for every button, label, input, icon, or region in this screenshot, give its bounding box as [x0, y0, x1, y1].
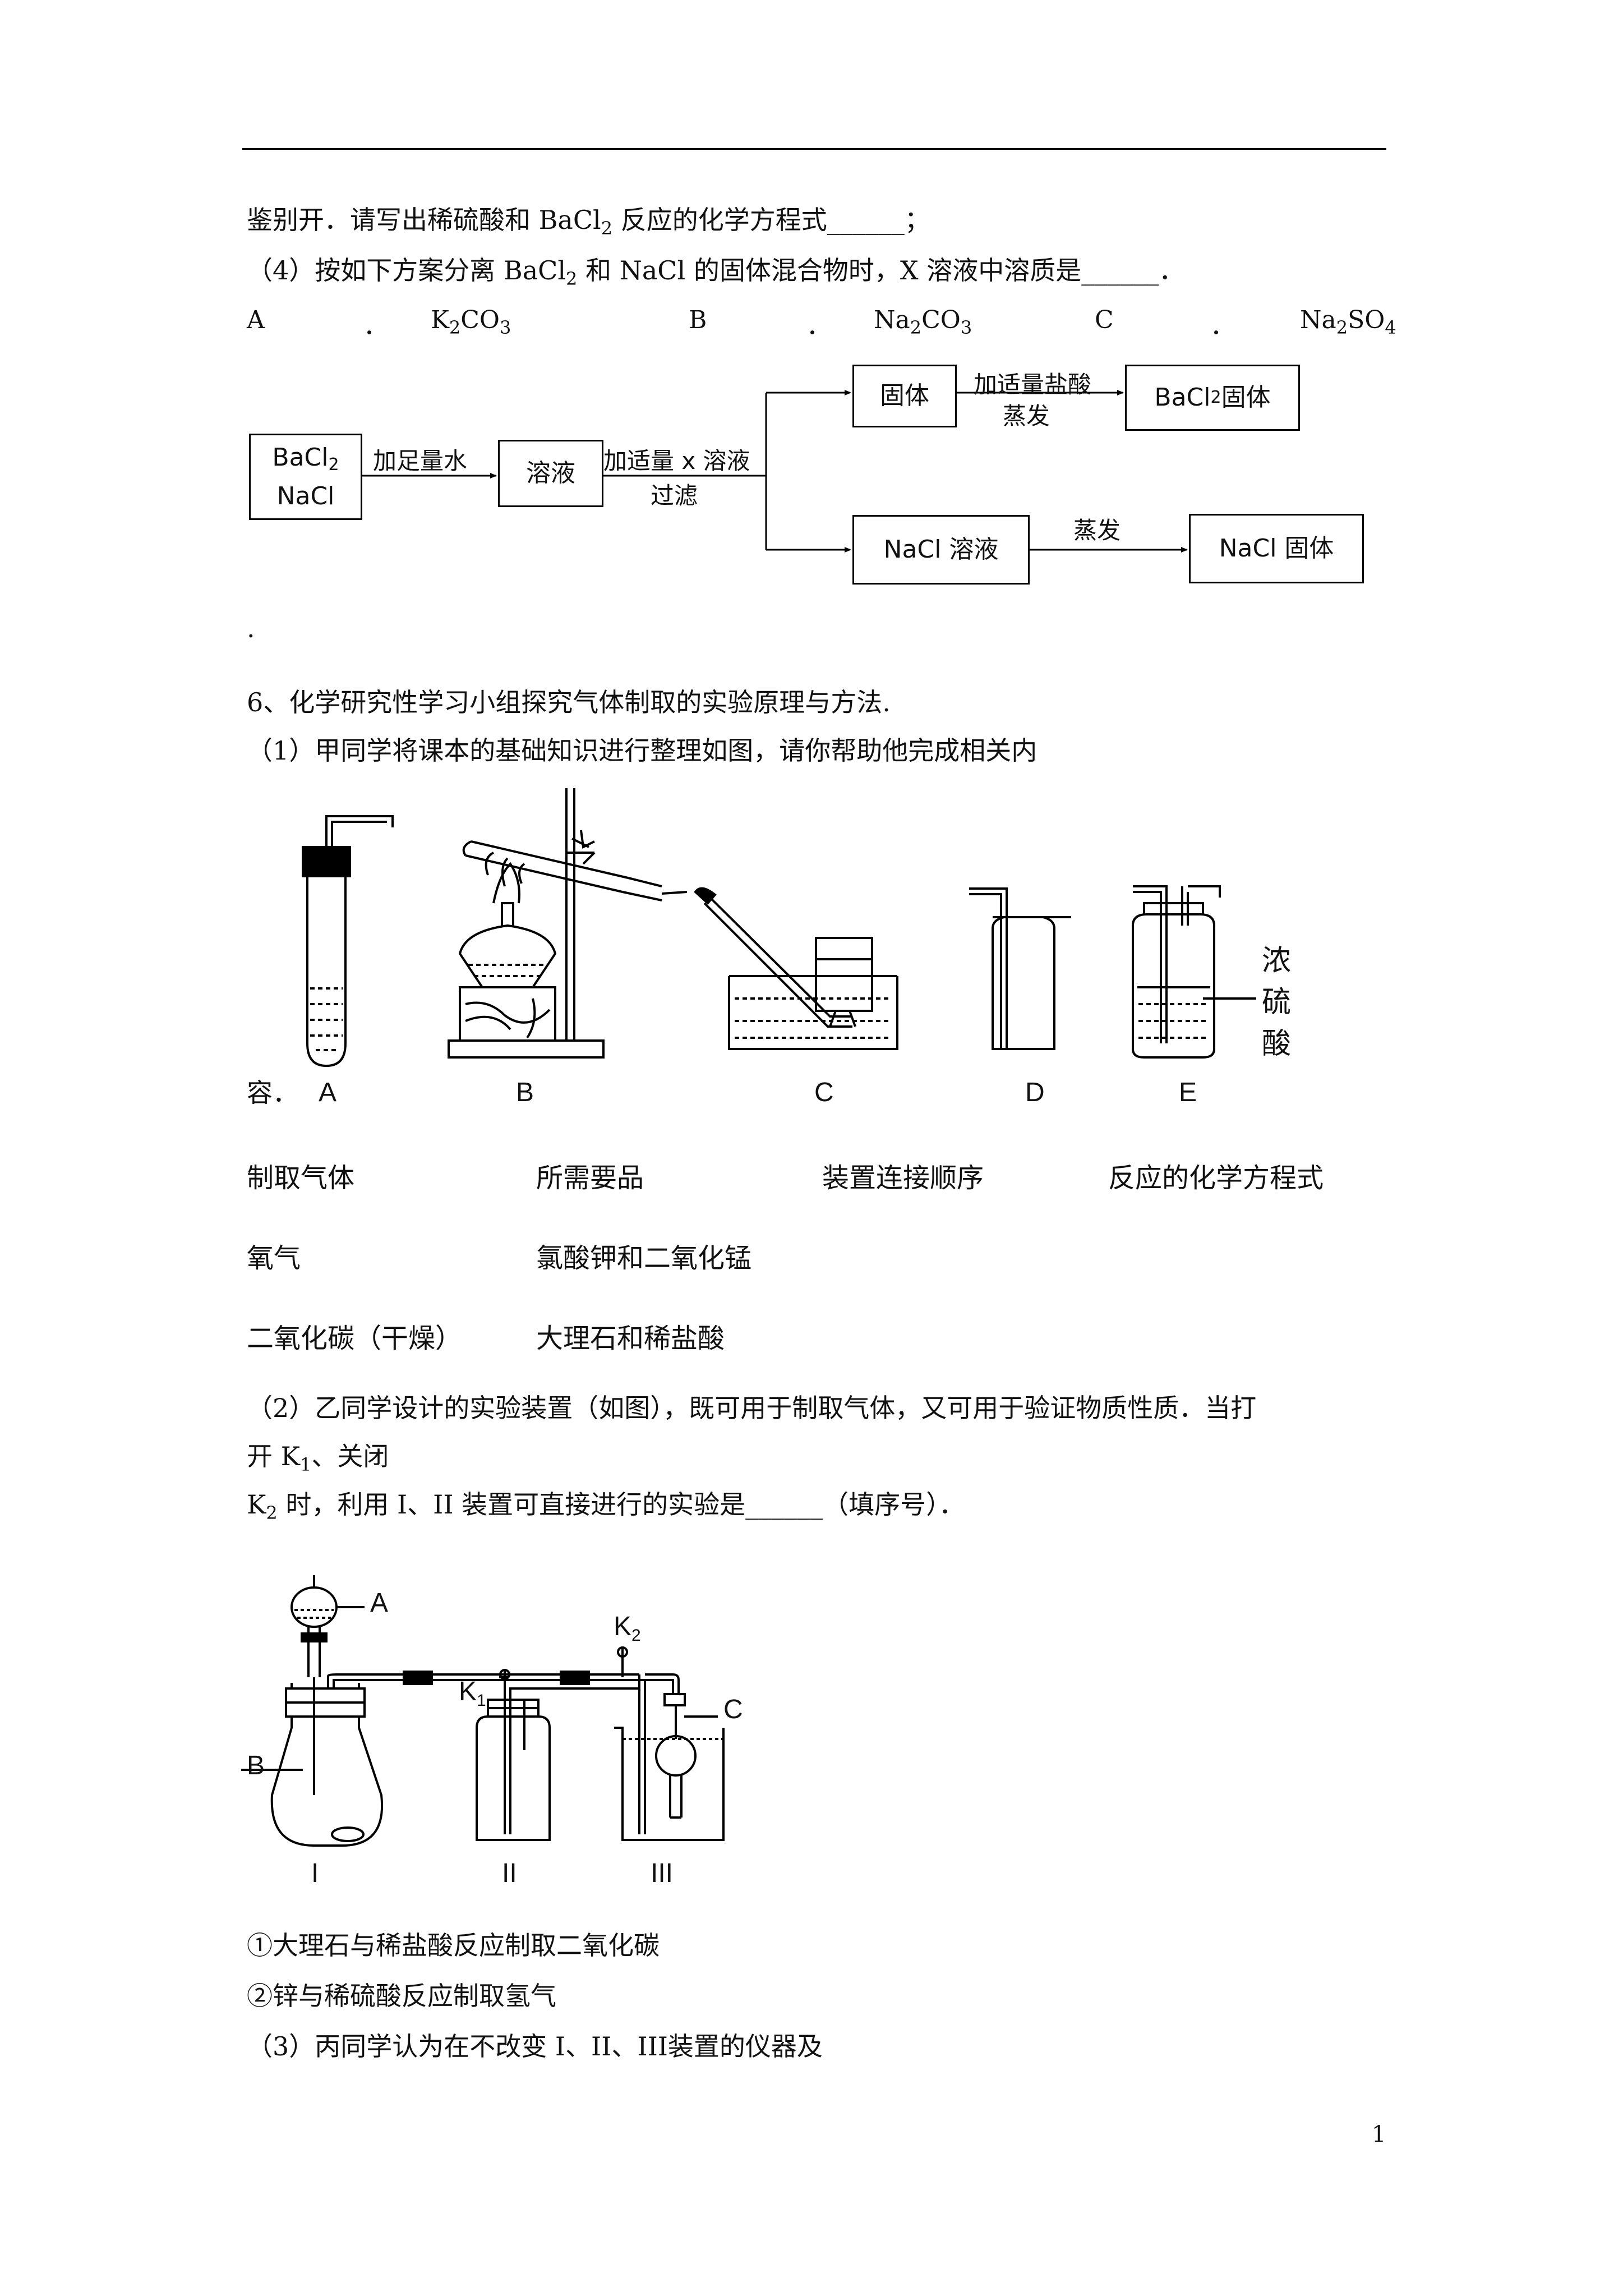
table-header-reagents: 所需要品 [536, 1162, 644, 1194]
header-rule [242, 148, 1386, 150]
table-header-gas: 制取气体 [247, 1162, 355, 1194]
apparatus-label-c: C [814, 1078, 834, 1107]
table-header-order: 装置连接顺序 [822, 1162, 984, 1194]
fig2-roman-iii: III [651, 1858, 674, 1888]
apparatus-label-a: A [319, 1078, 337, 1107]
question-6-part-2-line-1: （2）乙同学设计的实验装置（如图），既可用于制取气体，又可用于验证物质性质．当打 [247, 1393, 1257, 1423]
apparatus-e-drying-bottle [1132, 885, 1256, 1059]
apparatus-a-test-tube [302, 815, 394, 1068]
fig2-roman-i: I [311, 1858, 319, 1888]
e-label-liu: 硫 [1262, 986, 1292, 1019]
flow-box-solid: 固体 [852, 365, 957, 427]
choice-2: ②锌与稀硫酸反应制取氢气 [247, 1981, 556, 2011]
table-cell-co2-reagents: 大理石和稀盐酸 [536, 1323, 725, 1354]
flow-label-add-hcl: 加适量盐酸 [974, 371, 1092, 398]
question-6-part-3: （3）丙同学认为在不改变 I、II、III装置的仪器及 [247, 2031, 823, 2062]
apparatus-d-gas-bottle [969, 887, 1071, 1050]
table-cell-oxygen: 氧气 [247, 1243, 301, 1274]
question-6-part-1: （1）甲同学将课本的基础知识进行整理如图，请你帮助他完成相关内 [247, 735, 1038, 766]
e-label-suan: 酸 [1262, 1027, 1292, 1061]
question-4-text: （4）按如下方案分离 BaCl2 和 NaCl 的固体混合物时，X 溶液中溶质是… [247, 255, 1185, 289]
apparatus-i-flask [241, 1575, 393, 1847]
flow-label-add-water: 加足量水 [373, 447, 468, 475]
option-c-letter: C [1095, 306, 1114, 334]
flow-label-add-x: 加适量 x 溶液 [603, 447, 750, 475]
fig2-label-a: A [370, 1588, 389, 1618]
fig2-roman-ii: II [502, 1858, 517, 1888]
period-mark: . [247, 613, 255, 643]
apparatus-b-heating-setup [448, 788, 688, 1059]
text-line-equation-prompt: 鉴别开．请写出稀硫酸和 BaCl2 反应的化学方程式______； [247, 205, 930, 239]
option-b-formula: Na2CO3 [874, 306, 972, 338]
fig2-label-k2: K2 [614, 1612, 641, 1645]
flow-label-evaporate-1: 蒸发 [1003, 402, 1050, 430]
flow-box-nacl-solution: NaCl 溶液 [852, 515, 1030, 585]
fig2-label-b: B [247, 1751, 265, 1780]
flow-box-mixture: BaCl2 NaCl [249, 434, 362, 520]
choice-1: ①大理石与稀盐酸反应制取二氧化碳 [247, 1930, 660, 1961]
table-cell-oxygen-reagents: 氯酸钾和二氧化锰 [536, 1243, 752, 1274]
option-b-dot: ． [806, 312, 831, 341]
apparatus-label-d: D [1025, 1078, 1045, 1107]
apparatus-ii-bottle [476, 1669, 639, 1841]
flow-label-filter: 过滤 [651, 482, 698, 509]
fig2-label-c: C [723, 1695, 743, 1724]
flow-box-solution: 溶液 [498, 440, 603, 507]
question-6-title: 6、化学研究性学习小组探究气体制取的实验原理与方法. [247, 687, 891, 717]
option-c-dot: ． [1210, 312, 1235, 341]
option-a-formula: K2CO3 [431, 306, 511, 338]
e-label-nong: 浓 [1262, 944, 1292, 978]
fig2-label-k1: K1 [459, 1677, 486, 1710]
page-number: 1 [1372, 2122, 1386, 2147]
table-header-equation: 反应的化学方程式 [1108, 1162, 1324, 1194]
question-6-part-2-line-2: 开 K1、关闭 [247, 1441, 389, 1475]
option-a-dot: ． [363, 312, 388, 341]
table-cell-co2: 二氧化碳（干燥） [247, 1323, 463, 1354]
question-6-part-2-line-3: K2 时，利用 I、II 装置可直接进行的实验是______（填序号）． [247, 1489, 965, 1524]
flow-box-nacl-solid: NaCl 固体 [1189, 514, 1364, 583]
flow-label-evaporate-2: 蒸发 [1073, 517, 1121, 544]
question-6-part-1-cont: 容． [247, 1078, 298, 1108]
option-c-formula: Na2SO4 [1300, 306, 1396, 338]
apparatus-label-e: E [1179, 1078, 1197, 1107]
apparatus-c-water-collection [694, 887, 898, 1050]
apparatus-iii-beaker [614, 1646, 725, 1841]
option-b-letter: B [689, 306, 707, 334]
apparatus-label-b: B [516, 1078, 534, 1107]
option-a-letter: A [247, 306, 265, 334]
